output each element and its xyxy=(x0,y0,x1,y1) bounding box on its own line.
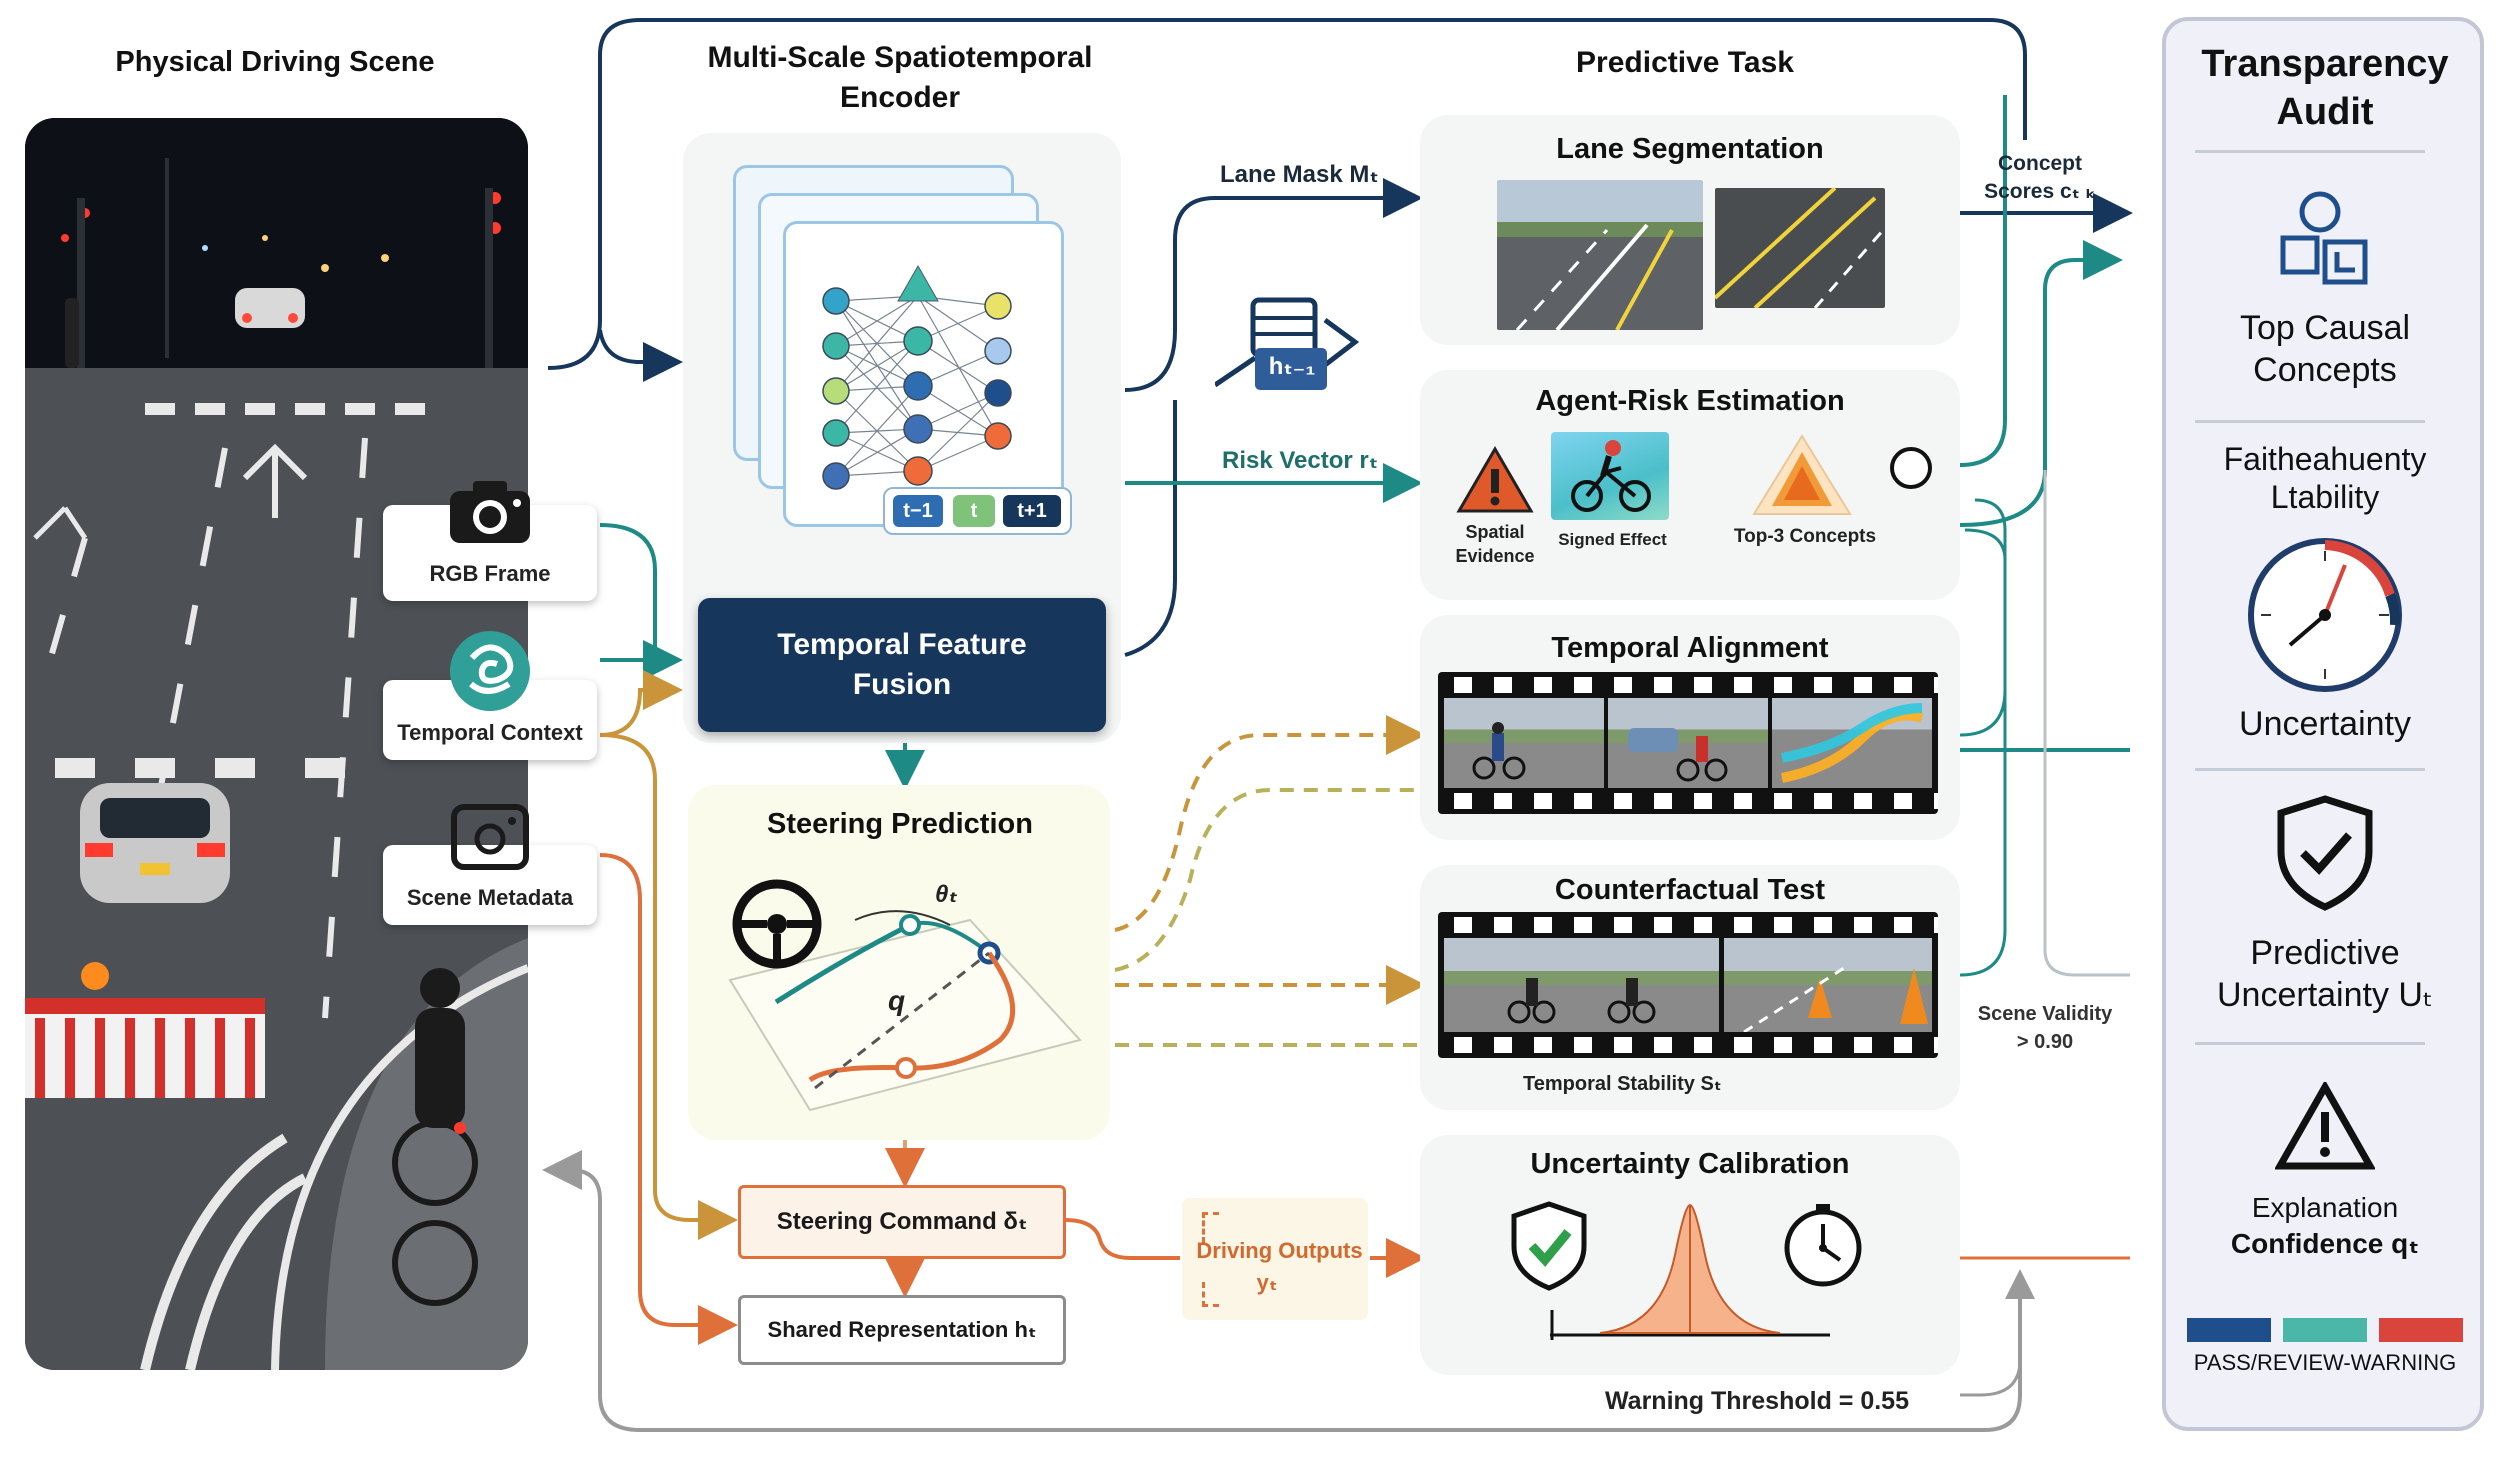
top3-concepts-icon xyxy=(1752,434,1852,515)
spatial-evidence-line1: Spatial xyxy=(1465,522,1525,542)
time-tag-prev: t−1 xyxy=(893,495,943,527)
top-loop-edge xyxy=(547,18,2027,370)
temporal-alignment-filmstrip xyxy=(1438,672,1938,814)
signed-effect-label: Signed Effect xyxy=(1558,530,1667,549)
scene-metadata-label: Scene Metadata xyxy=(406,885,574,910)
temporal-feature-fusion-box: Temporal Feature Fusion xyxy=(698,598,1106,732)
metadata-frame-icon xyxy=(450,803,530,873)
pred-unc-line1: Predictive xyxy=(2250,934,2400,972)
faith-line2: Ltability xyxy=(2270,479,2380,515)
driving-outputs-symbol: yₜ xyxy=(1256,1270,1278,1295)
fusion-to-lane-edge xyxy=(1124,400,1177,657)
q-label: q xyxy=(888,985,906,1016)
encoder-stack: t−1 t t+1 xyxy=(733,165,1073,535)
pred-unc-line2: Uncertainty Uₜ xyxy=(2217,976,2433,1014)
temporal-swirl-icon xyxy=(447,628,533,714)
uncertainty-gauge-icon xyxy=(2248,538,2402,692)
theta-label: θₜ xyxy=(935,881,958,908)
time-tag-current: t xyxy=(953,495,995,527)
audit-legend: PASS/REVIEW-WARNING xyxy=(2185,1318,2465,1390)
steering-title: Steering Prediction xyxy=(767,808,1033,840)
steering-command-box: Steering Command δₜ xyxy=(738,1185,1066,1259)
top-causal-concepts-label: Top Causal Concepts xyxy=(2170,307,2480,391)
risk-vector-label: Risk Vector rₜ xyxy=(1222,447,1379,474)
signed-effect-image xyxy=(1551,432,1669,520)
counterfactual-filmstrip xyxy=(1438,912,1938,1058)
warning-triangle-icon xyxy=(1456,446,1534,513)
counterfactual-title: Counterfactual Test xyxy=(1554,874,1826,906)
temporal-alignment-title: Temporal Alignment xyxy=(1551,632,1829,664)
lane-image-1 xyxy=(1497,180,1703,330)
feedback-loop-edge xyxy=(542,1150,2022,1432)
faith-line1: Faitheahuenty xyxy=(2223,441,2427,477)
top-causal-line1: Top Causal xyxy=(2239,309,2411,347)
hidden-state-label: hₜ₋₁ xyxy=(1268,353,1316,380)
scene-validity-line2: > 0.90 xyxy=(2016,1031,2074,1053)
scene-validity-line1: Scene Validity xyxy=(1977,1003,2113,1025)
hidden-state-icon: hₜ₋₁ xyxy=(1213,290,1375,410)
scene-to-encoder-edge xyxy=(598,329,683,382)
scene-metadata-card: Scene Metadata xyxy=(383,804,597,925)
explanation-confidence-label: Explanation Confidence qₜ xyxy=(2170,1190,2480,1262)
rgb-frame-label: RGB Frame xyxy=(429,561,551,586)
header-predictive-task: Predictive Task xyxy=(1576,46,1794,79)
time-tag-next: t+1 xyxy=(1003,495,1061,527)
rgb-frame-card: RGB Frame xyxy=(383,481,597,601)
camera-icon xyxy=(445,477,535,547)
header-physical-scene: Physical Driving Scene xyxy=(115,46,435,78)
empty-circle-icon xyxy=(1890,447,1932,489)
lane-image-2 xyxy=(1715,188,1885,308)
steering-wheel-icon xyxy=(732,879,822,969)
stopwatch-icon xyxy=(1784,1204,1862,1287)
expl-line1: Explanation xyxy=(2251,1192,2399,1223)
lane-mask-label: Lane Mask Mₜ xyxy=(1220,161,1379,188)
neural-network-icon xyxy=(822,264,1012,490)
spatial-evidence-label: Spatial Evidence xyxy=(1440,520,1550,568)
driving-outputs-label: Driving Outputs xyxy=(1196,1238,1363,1263)
predictive-shield-icon xyxy=(2277,795,2373,911)
lane-mask-edge xyxy=(1124,178,1423,392)
shared-representation-box: Shared Representation hₜ xyxy=(738,1295,1066,1365)
legend-pass-swatch xyxy=(2187,1318,2271,1342)
agent-risk-title: Agent-Risk Estimation xyxy=(1535,385,1845,417)
expl-line2: Confidence qₜ xyxy=(2230,1228,2420,1259)
driving-outputs-box: Driving Outputs yₜ xyxy=(1182,1198,1368,1320)
explanation-warning-icon xyxy=(2275,1082,2375,1170)
faithfulness-stability-label: Faitheahuenty Ltability xyxy=(2170,440,2480,516)
legend-label: PASS/REVIEW-WARNING xyxy=(2193,1350,2457,1375)
top3-concepts-label: Top-3 Concepts xyxy=(1733,526,1877,547)
audit-title: Transparency Audit xyxy=(2201,43,2449,133)
concept-scores-line1: Concept xyxy=(1998,152,2082,175)
steering-diagram xyxy=(728,879,1082,1112)
uncertainty-calibration-title: Uncertainty Calibration xyxy=(1530,1148,1850,1180)
legend-warning-swatch xyxy=(2379,1318,2463,1342)
concept-scores-line2: Scores cₜ ₖ xyxy=(1984,180,2096,203)
top-causal-line2: Concepts xyxy=(2253,351,2397,389)
shield-check-icon xyxy=(1511,1201,1587,1291)
spatial-evidence-line2: Evidence xyxy=(1455,546,1535,566)
legend-review-swatch xyxy=(2283,1318,2367,1342)
scene-illustration xyxy=(25,118,528,1370)
warning-threshold-label: Warning Threshold = 0.55 xyxy=(1605,1387,1909,1415)
concept-scores-label: Concept Scores cₜ ₖ xyxy=(1975,150,2105,206)
temporal-stability-label: Temporal Stability Sₜ xyxy=(1523,1073,1722,1095)
predictive-uncertainty-label: Predictive Uncertainty Uₜ xyxy=(2170,932,2480,1016)
calibration-distribution-icon xyxy=(1550,1203,1830,1340)
cyclist-icon xyxy=(1571,440,1651,512)
time-tags: t−1 t t+1 xyxy=(883,487,1072,535)
lane-segmentation-title: Lane Segmentation xyxy=(1556,133,1824,165)
scene-validity-label: Scene Validity > 0.90 xyxy=(1965,1000,2125,1056)
temporal-context-label: Temporal Context xyxy=(397,720,583,745)
driving-scene-photo xyxy=(25,118,528,1370)
causal-concepts-icon xyxy=(2280,191,2368,285)
uncertainty-label: Uncertainty xyxy=(2239,705,2411,743)
temporal-context-card: Temporal Context xyxy=(383,631,597,760)
header-encoder: Multi-Scale Spatiotemporal Encoder xyxy=(707,41,1093,114)
